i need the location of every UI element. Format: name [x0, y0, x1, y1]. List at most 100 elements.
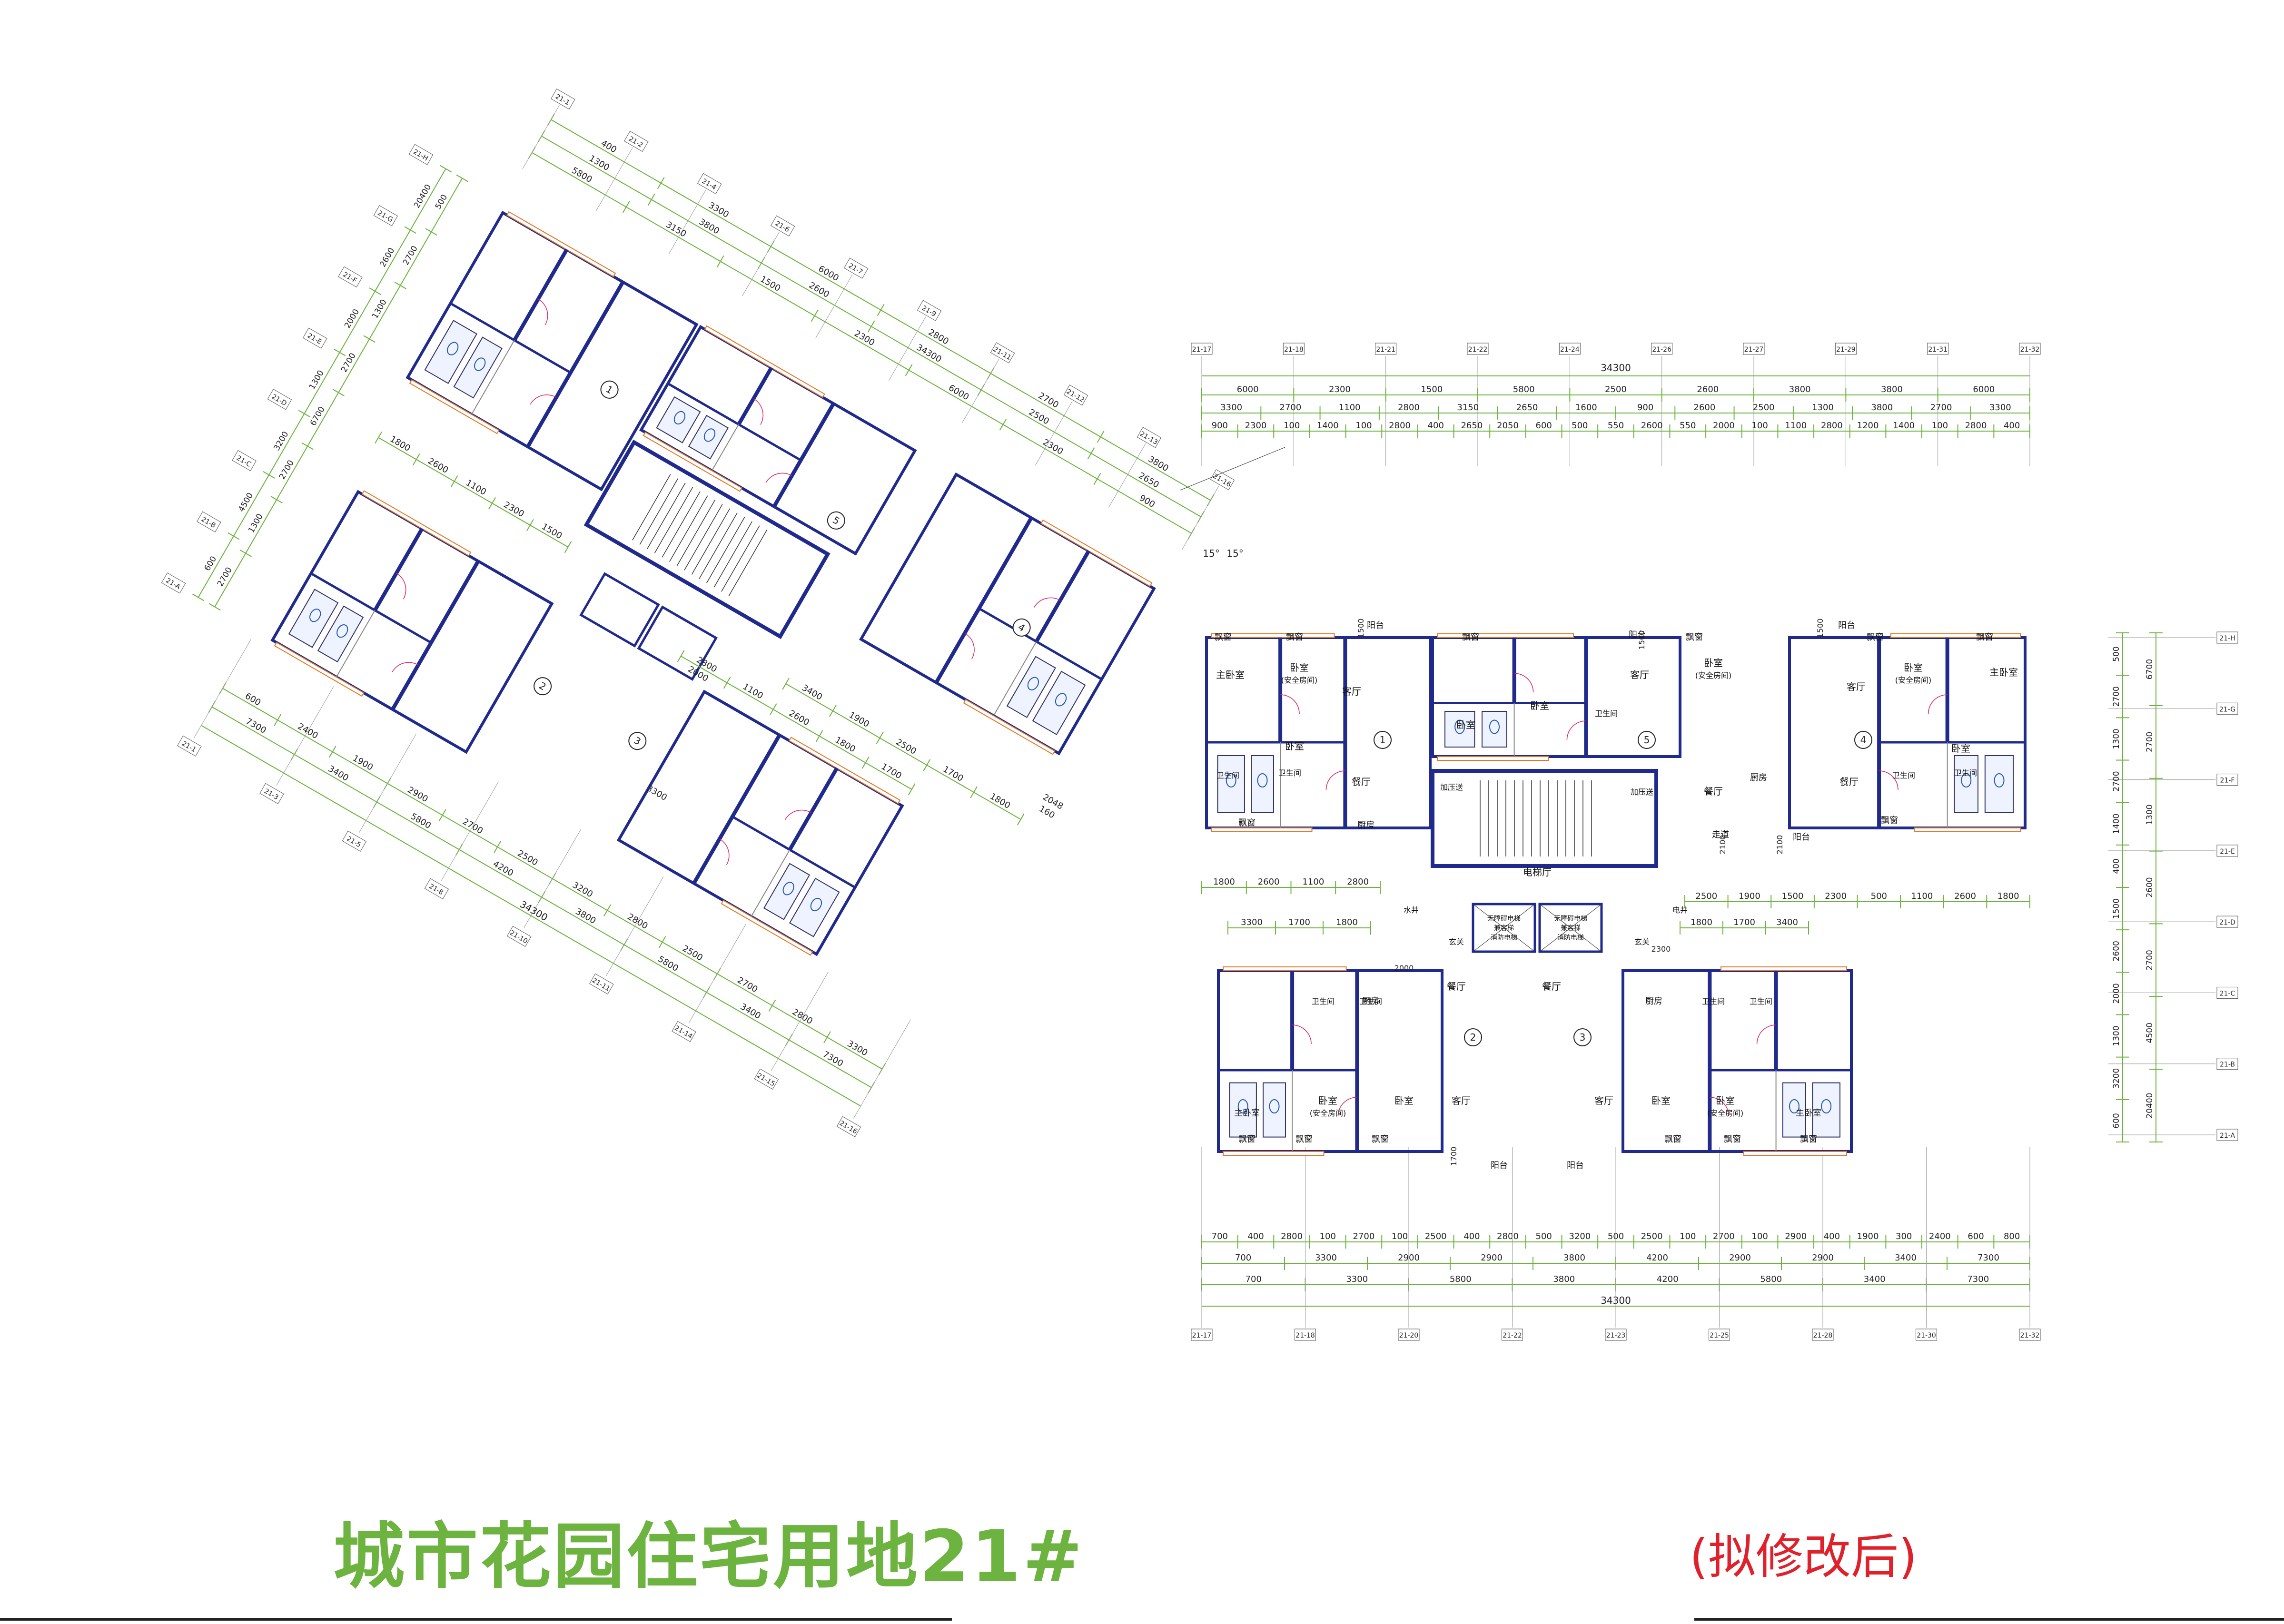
window-band: [721, 899, 813, 956]
dim-tick: [768, 999, 776, 1012]
room-label-bath: 卫生间: [1892, 771, 1915, 780]
dim-value: 2500: [1641, 1231, 1663, 1241]
axis-leader: [1182, 485, 1219, 550]
dim-value: 400: [2004, 421, 2020, 431]
dim-value: 2600: [2112, 941, 2121, 961]
door-arc: [1566, 720, 1586, 740]
apartment-unit: [1205, 633, 1432, 832]
dim-value: 2800: [1965, 421, 1987, 431]
room-label-elevator_hall: 电梯厅: [1523, 866, 1552, 878]
axis-bubble-top: 21-31: [1927, 343, 1949, 355]
left-rotated-plan: 4003300600028002700380013003800260034300…: [161, 89, 1285, 1137]
room-label-bedroom: 卧室: [1951, 743, 1970, 754]
left-axis-bubble-top: 21-13: [1137, 427, 1162, 448]
dim-value: 4500: [237, 491, 255, 513]
dim-tick: [263, 471, 275, 479]
left-axis-bubble-bottom: 21-1: [177, 735, 202, 757]
axis-bubble-frame: [424, 878, 449, 899]
dim-value: 3400: [1864, 1274, 1886, 1284]
dim-tick: [815, 730, 823, 742]
bathroom: [1229, 1082, 1257, 1138]
dim-value: 3300: [1989, 403, 2011, 413]
dim-tick: [876, 732, 884, 744]
window-band: [1437, 756, 1549, 761]
left-unit-number-circle: [1012, 618, 1031, 637]
dim-tick: [908, 783, 916, 796]
axis-bubble-frame: [373, 205, 398, 226]
dim-value: 500: [1572, 421, 1588, 431]
left-unit-number-circle: [534, 677, 552, 696]
left-axis-bubble-top: 21-1: [551, 89, 575, 110]
room-label-bay: 飘窗: [1881, 816, 1898, 826]
dim-value: 6000: [1973, 384, 1995, 394]
dim-tick: [811, 309, 819, 322]
axis-label: 21-C: [2220, 990, 2235, 997]
axis-bubble-top: 21-18: [1283, 343, 1305, 355]
dim-value: 2000: [1713, 421, 1735, 431]
dim-value: 3200: [2112, 1068, 2121, 1089]
dim-tick: [999, 418, 1007, 431]
axis-label: 21-22: [1468, 346, 1488, 354]
axis-leader: [815, 274, 853, 339]
dim-value: 2300: [1245, 421, 1267, 431]
axis-label: 21-29: [1836, 346, 1856, 354]
dim-value: 600: [1968, 1231, 1984, 1241]
axis-bubble-top: 21-29: [1835, 343, 1857, 355]
room-label-bath: 卫生间: [1278, 768, 1301, 778]
left-apartment-unit: [639, 325, 917, 556]
axis-bubble-frame: [303, 327, 327, 349]
dim-value: 3800: [1789, 384, 1811, 394]
axis-bubble-frame: [770, 215, 795, 236]
room-label-bedroom: 卧室: [1456, 719, 1475, 730]
dim-value: 2900: [1481, 1253, 1503, 1263]
left-apartment-unit: [405, 210, 699, 492]
window-band: [788, 737, 901, 804]
left-axis-bubble-bottom: 21-11: [589, 973, 614, 994]
partition-wall: [513, 248, 569, 342]
dim-value: 500: [434, 193, 450, 211]
left-unit-number-circle: [628, 732, 647, 750]
window-band: [1437, 633, 1574, 638]
axis-label: 21-17: [1192, 1332, 1212, 1339]
axis-label: 21-D: [2219, 919, 2235, 926]
room-label-dining: 餐厅: [1542, 981, 1561, 992]
dim-tick: [334, 348, 346, 356]
axis-bubble-frame: [1709, 1329, 1730, 1341]
room-label-bedroom: 卧室: [1394, 1095, 1414, 1106]
axis-leader: [606, 876, 664, 976]
angle-leader: [1180, 447, 1285, 491]
partition-wall: [934, 517, 1033, 684]
bottom-border-right: [1694, 1618, 2284, 1621]
room-label-safe: (安全房间): [1695, 671, 1732, 680]
room-label-stair: 加压送: [1440, 783, 1463, 792]
room-label-entry: 玄关: [1449, 937, 1464, 946]
door-arc: [1034, 597, 1060, 608]
dim-total-top: 34300: [1601, 362, 1631, 374]
unit-number: 5: [1644, 734, 1650, 746]
angle-label: 15°: [1203, 548, 1219, 559]
partition-wall: [373, 528, 424, 611]
dim-value: 2900: [1729, 1253, 1751, 1263]
room-label-kitchen: 厨房: [1362, 996, 1379, 1006]
window-band: [963, 699, 1056, 755]
dim-value: 3300: [1315, 1253, 1337, 1263]
stair-tread: [632, 474, 671, 541]
bathroom: [1812, 1082, 1840, 1138]
dim-value: 3300: [1346, 1274, 1368, 1284]
dim-tick: [658, 936, 666, 948]
dim-value: 1200: [1857, 421, 1879, 431]
room-label-bay: 飘窗: [1215, 632, 1232, 642]
left-elevator-shaft: [579, 572, 660, 648]
dim-value: 1800: [1997, 891, 2019, 901]
window-band: [409, 379, 500, 434]
room-label-kitchen: 厨房: [1750, 773, 1767, 783]
window-band: [1040, 519, 1153, 587]
angle-label: 15°: [1226, 548, 1243, 559]
dim-line: [378, 437, 568, 548]
left-unit-number-circle: [600, 380, 619, 399]
dim-tick: [723, 677, 731, 689]
dim-value: 100: [1392, 1231, 1408, 1241]
toilet-fixture: [309, 609, 321, 622]
